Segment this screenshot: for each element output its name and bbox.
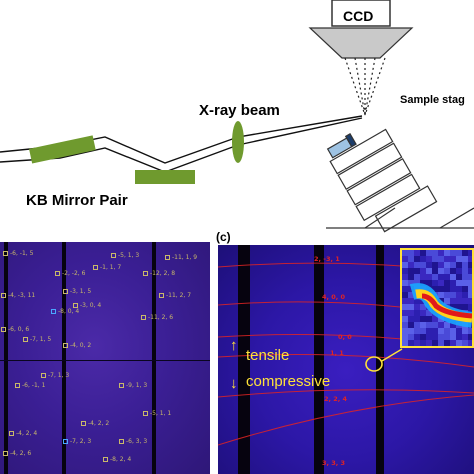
spot-index: -11, 2, 7 [166,292,192,299]
sample-stage [326,128,438,233]
spot-index: -6, -1, 1 [22,382,46,389]
spot-marker [81,421,86,426]
c-index: 0, 0 [338,333,352,341]
spot-marker [3,251,8,256]
kb-mirror-1 [29,135,96,164]
spot-index: -4, 0, 2 [70,342,92,349]
spot-index: -6, 3, 3 [126,438,148,445]
spot-marker [23,337,28,342]
ccd-box [331,0,391,27]
peak-zoom-inset [400,248,474,348]
xray-beam-label: X-ray beam [199,102,280,119]
spot-index: -12, 2, 8 [150,270,176,277]
ccd-funnel [308,27,414,59]
spot-index: -6, 0, 6 [8,326,30,333]
spot-marker [63,289,68,294]
spot-marker [63,439,68,444]
spot-index: -7, 2, 3 [70,438,92,445]
spot-index: -4, -3, 11 [8,292,36,299]
spot-marker [141,315,146,320]
peak-heatmap [402,250,472,346]
spot-marker [165,255,170,260]
spot-index: -4, 2, 4 [16,430,38,437]
spot-marker [93,265,98,270]
spot-index: -5, 1, 1 [150,410,172,417]
spot-marker [1,293,6,298]
spot-marker [143,271,148,276]
panel-c-label: (c) [216,230,231,244]
down-arrow-icon: ↓ [230,375,238,392]
spot-marker [41,373,46,378]
kb-mirror-2 [135,170,195,184]
c-index: 2, -3, 1 [314,255,340,263]
spot-marker [103,457,108,462]
spot-index: -3, 1, 5 [70,288,92,295]
highlight-circle [365,356,383,372]
spot-marker [119,383,124,388]
spot-marker [9,431,14,436]
spot-index: -8, 2, 4 [110,456,132,463]
c-index: 2, 2, 4 [324,395,348,403]
spot-marker [15,383,20,388]
spot-index: -9, 1, 3 [126,382,148,389]
spot-marker [73,303,78,308]
spot-index: -7, 1, 5 [30,336,52,343]
spot-index: -3, 0, 4 [80,302,102,309]
spot-index: -6, -1, 5 [10,250,34,257]
laue-pattern-panel: -6, -1, 5 -5, 1, 3 -11, 1, 9 -2, -2, 6 -1, 1… [0,242,210,474]
spot-index: -2, -2, 6 [62,270,86,277]
spot-index: -11, 2, 6 [148,314,174,321]
spot-index: -4, 2, 2 [88,420,110,427]
spot-index: -4, 2, 6 [10,450,32,457]
spot-marker [119,439,124,444]
lens [232,121,244,163]
kb-mirror-label: KB Mirror Pair [26,192,128,209]
compressive-label: compressive [246,373,331,390]
diffraction-lines [344,57,386,116]
sample-stage-label: Sample stag [400,94,465,106]
spot-index: -5, 1, 3 [118,252,140,259]
spot-index: -7, 1, 3 [48,372,70,379]
spot-marker [63,343,68,348]
spot-marker [159,293,164,298]
c-index: 3, 3, 3 [322,459,346,467]
spot-index: -8, 0, 4 [58,308,80,315]
c-index: 1, 1 [330,349,344,357]
spot-marker [111,253,116,258]
spot-marker [3,451,8,456]
spot-marker [55,271,60,276]
spot-index: -11, 1, 9 [172,254,198,261]
spot-marker [51,309,56,314]
c-index: 4, 0, 0 [322,293,346,301]
tensile-label: tensile [246,347,290,364]
spot-index: -1, 1, 7 [100,264,122,271]
ccd-label: CCD [343,8,374,24]
spot-marker [1,327,6,332]
up-arrow-icon: ↑ [230,337,238,354]
spot-marker [143,411,148,416]
